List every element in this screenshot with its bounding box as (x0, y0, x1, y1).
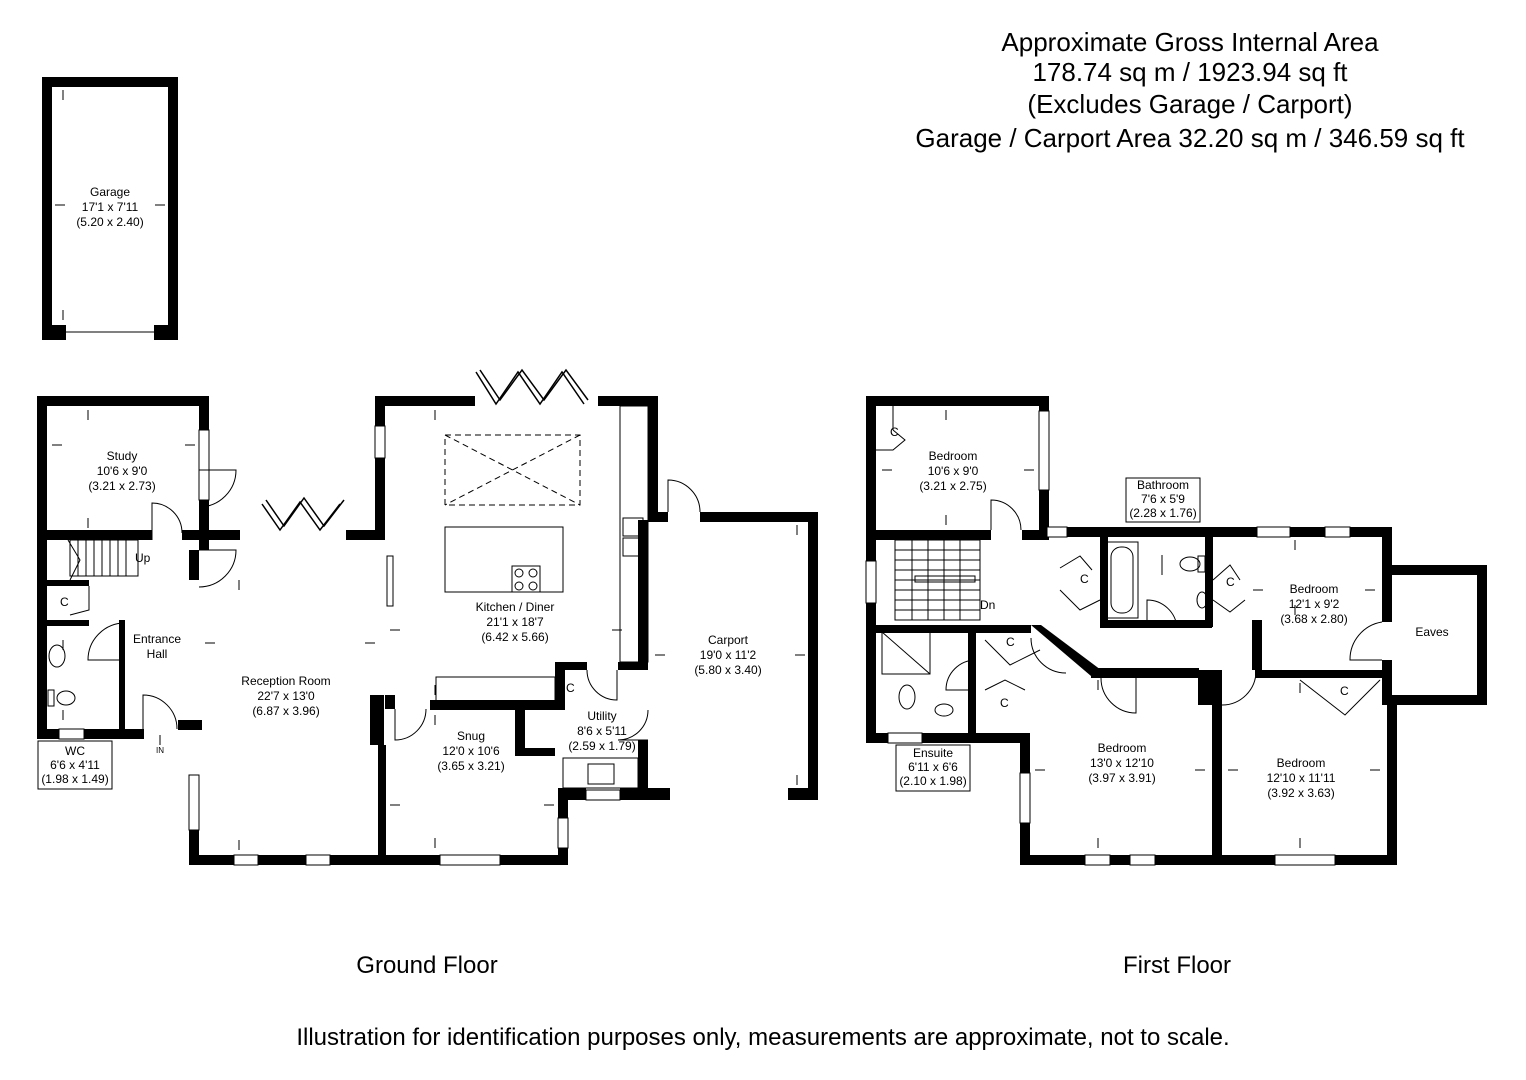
kitchen-imperial: 21'1 x 18'7 (486, 615, 544, 629)
reception-metric: (6.87 x 3.96) (252, 704, 319, 718)
ground-floor-title: Ground Floor (356, 952, 498, 979)
ground-floor-stairs (69, 539, 139, 577)
garage-metric: (5.20 x 2.40) (76, 215, 143, 229)
bedroom1-cupboard-label: C (890, 425, 899, 439)
first-dimension-arrows (882, 410, 1380, 848)
ensuite-cupboard-label-1: C (1006, 635, 1015, 649)
bathroom-fixtures (881, 541, 1208, 717)
wc-label: WC (65, 744, 85, 758)
first-floor-windows (865, 410, 1351, 866)
garage-dimension-arrows (55, 90, 165, 320)
reception-label: Reception Room (241, 674, 330, 688)
study-label: Study (107, 449, 138, 463)
study-metric: (3.21 x 2.73) (88, 479, 155, 493)
entrance-in-label: IN (156, 746, 164, 755)
kitchen-metric: (6.42 x 5.66) (481, 630, 548, 644)
area-exclusion-note: (Excludes Garage / Carport) (1027, 89, 1353, 119)
wc-metric: (1.98 x 1.49) (41, 772, 108, 786)
entrance-hall-label-2: Hall (147, 647, 168, 661)
bedroom3-label: Bedroom (1098, 741, 1147, 755)
landing-cupboard-label: C (1080, 572, 1089, 586)
reception-imperial: 22'7 x 13'0 (257, 689, 315, 703)
area-title: Approximate Gross Internal Area (1001, 27, 1379, 57)
bedroom3-imperial: 13'0 x 12'10 (1090, 756, 1154, 770)
garage-imperial: 17'1 x 7'11 (82, 200, 139, 214)
kitchen-label: Kitchen / Diner (476, 600, 555, 614)
snug-label: Snug (457, 729, 485, 743)
bathroom-imperial: 7'6 x 5'9 (1141, 492, 1185, 506)
entrance-hall-label: Entrance (133, 632, 181, 646)
bedroom4-cupboard-label: C (1340, 684, 1349, 698)
bedroom4-label: Bedroom (1277, 756, 1326, 770)
first-floor-title: First Floor (1123, 952, 1231, 979)
wc-label-box (37, 740, 113, 790)
eaves-label: Eaves (1415, 625, 1448, 639)
snug-imperial: 12'0 x 10'6 (442, 744, 500, 758)
cupboard-label: C (60, 595, 69, 609)
bedroom2-imperial: 12'1 x 9'2 (1289, 597, 1340, 611)
snug-metric: (3.65 x 3.21) (437, 759, 504, 773)
ensuite-metric: (2.10 x 1.98) (899, 774, 966, 788)
utility-label: Utility (587, 709, 616, 723)
bathroom-label-box (1125, 477, 1201, 523)
carport-imperial: 19'0 x 11'2 (700, 648, 757, 662)
utility-imperial: 8'6 x 5'11 (577, 724, 627, 738)
bedroom3-metric: (3.97 x 3.91) (1088, 771, 1155, 785)
ground-dimension-arrows (52, 410, 805, 850)
ensuite-cupboard-label-2: C (1000, 696, 1009, 710)
disclaimer: Illustration for identification purposes… (296, 1024, 1230, 1051)
kitchen-fixtures (386, 405, 649, 789)
ground-floor-windows (58, 425, 621, 866)
bedroom2-metric: (3.68 x 2.80) (1280, 612, 1347, 626)
first-floor-doors (876, 400, 1383, 716)
wc-fixtures (47, 644, 76, 707)
ensuite-label-box (895, 744, 971, 792)
ensuite-label: Ensuite (913, 746, 953, 760)
bedroom4-metric: (3.92 x 3.63) (1267, 786, 1334, 800)
stairs-up-label: Up (135, 551, 151, 565)
utility-metric: (2.59 x 1.79) (568, 739, 635, 753)
bedroom2-label: Bedroom (1290, 582, 1339, 596)
carport-metric: (5.80 x 3.40) (694, 663, 761, 677)
study-imperial: 10'6 x 9'0 (97, 464, 148, 478)
kitchen-bifold-door (475, 368, 589, 406)
first-floor-stairs (894, 539, 981, 621)
ground-floor-walls (37, 396, 818, 865)
reception-bifold-door (261, 496, 345, 532)
bedroom1-label: Bedroom (929, 449, 978, 463)
garage-label: Garage (90, 185, 130, 199)
bathroom-label: Bathroom (1137, 478, 1189, 492)
carport-label: Carport (708, 633, 749, 647)
area-total: 178.74 sq m / 1923.94 sq ft (1032, 57, 1348, 87)
stairs-down-label: Dn (980, 598, 995, 612)
bathroom-metric: (2.28 x 1.76) (1129, 506, 1196, 520)
kitchen-cupboard-label: C (566, 681, 575, 695)
garage-carport-area: Garage / Carport Area 32.20 sq m / 346.5… (915, 123, 1465, 153)
wc-imperial: 6'6 x 4'11 (50, 758, 100, 772)
ground-floor-doors (67, 469, 701, 741)
bedroom4-imperial: 12'10 x 11'11 (1267, 771, 1336, 785)
garage-walls (42, 77, 178, 340)
bedroom2-cupboard-label: C (1226, 575, 1235, 589)
bedroom1-metric: (3.21 x 2.75) (919, 479, 986, 493)
bedroom1-imperial: 10'6 x 9'0 (928, 464, 979, 478)
first-floor-walls (866, 396, 1487, 865)
ensuite-imperial: 6'11 x 6'6 (908, 760, 958, 774)
